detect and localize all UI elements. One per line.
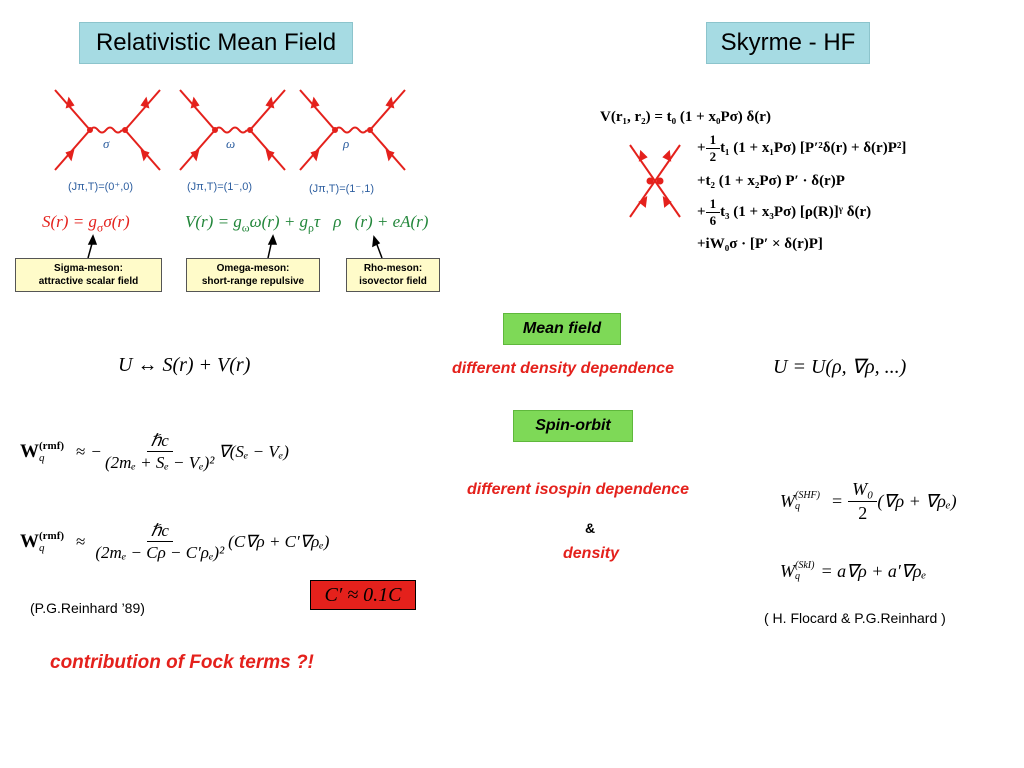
vector-field-eq: V(r) = gωω(r) + gρτ⃗ρ⃗(r) + eA(r) xyxy=(185,212,429,235)
isospin-dependence-text: different isospin dependence xyxy=(467,481,689,498)
title-skyrme-text: Skyrme - HF xyxy=(720,29,856,56)
ampersand: & xyxy=(585,520,596,536)
density-text: density xyxy=(563,545,620,562)
rho-meson-box: Rho-meson:isovector field xyxy=(346,258,440,292)
skyrme-line-3: +t₂ (1 + x₂Pσ) P′ · δ(r)P xyxy=(697,172,845,189)
quantum-rho: (Jπ,T)=(1⁻,1) xyxy=(309,183,375,195)
label-omega: ω xyxy=(226,136,236,151)
ski-spin-orbit-eq: W(SkI)q = a∇ρ + a′∇ρₑ xyxy=(780,560,927,582)
diagram-sigma xyxy=(54,89,161,171)
reference-flocard-reinhard: ( H. Flocard & P.G.Reinhard ) xyxy=(764,610,946,626)
sigma-meson-box: Sigma-meson:attractive scalar field xyxy=(15,258,162,292)
quantum-sigma: (Jπ,T)=(0⁺,0) xyxy=(68,181,134,193)
reference-reinhard-89: (P.G.Reinhard ’89) xyxy=(30,600,145,616)
rmf-potential-eq: U ↔ S(r) + V(r) xyxy=(118,354,251,376)
rmf-spin-orbit-eq-1: W(rmf)q ≈− ℏc(2mₑ + Sₑ − Vₑ)² ∇(Sₑ − Vₑ) xyxy=(20,431,289,473)
feynman-diagrams xyxy=(54,89,406,171)
diagram-omega xyxy=(179,89,286,171)
quantum-omega: (Jπ,T)=(1⁻,0) xyxy=(187,181,253,193)
rmf-spin-orbit-eq-2: W(rmf)q ≈ ℏc(2mₑ − Cρ − C′ρₑ)² (C∇ρ + C′… xyxy=(20,521,330,563)
density-dependence-text: different density dependence xyxy=(452,360,674,377)
skyrme-vertex-diagram xyxy=(629,144,681,218)
skyrme-line-5: +iW₀σ · [P′ × δ(r)P] xyxy=(697,236,823,252)
diagram-rho xyxy=(299,89,406,171)
title-rmf-text: Relativistic Mean Field xyxy=(95,29,337,56)
label-sigma: σ xyxy=(103,136,110,151)
omega-meson-box: Omega-meson:short-range repulsive xyxy=(186,258,320,292)
scalar-field-eq: S(r) = gσσ(r) xyxy=(42,212,130,235)
title-rmf: Relativistic Mean Field xyxy=(79,22,353,64)
skyrme-line-1: V(r₁, r₂) = t₀ (1 + x₀Pσ) δ(r) xyxy=(600,109,771,125)
meson-arrows xyxy=(87,234,383,259)
mean-field-label: Mean field xyxy=(503,313,621,345)
spin-orbit-label: Spin-orbit xyxy=(513,410,633,442)
skyrme-potential-eq: U = U(ρ, ∇ρ, ...) xyxy=(773,356,907,378)
label-rho: ρ xyxy=(343,136,350,151)
fock-terms-question: contribution of Fock terms ?! xyxy=(50,652,314,673)
c-prime-box: C′ ≈ 0.1C xyxy=(310,580,416,610)
title-skyrme: Skyrme - HF xyxy=(706,22,870,64)
